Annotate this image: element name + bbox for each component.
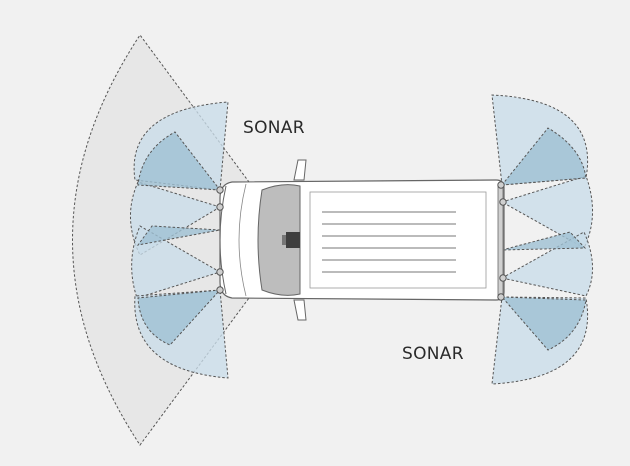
sensor-dot-icon — [216, 268, 224, 276]
front-sonar-core-3 — [137, 289, 222, 346]
front-camera-field — [72, 34, 293, 446]
roof-ribs — [322, 211, 456, 273]
front-sonar-core-2 — [136, 225, 221, 246]
rear-sonar-core-2 — [501, 231, 587, 251]
vehicle — [219, 159, 505, 321]
sensor-dot-icon — [497, 293, 505, 301]
sensor-dot-icon — [499, 274, 507, 282]
sensor-dot-icon — [216, 203, 224, 211]
front-sonar-core-1 — [137, 131, 222, 191]
rear-sonar-label: SONAR — [402, 344, 464, 364]
rear-sonar-lobe-2 — [500, 175, 594, 249]
sonar-sensors — [216, 181, 507, 301]
sensor-dot-icon — [216, 286, 224, 294]
front-sonar-zones — [129, 101, 229, 379]
front-bumper — [219, 185, 227, 295]
hood-outline — [238, 183, 247, 297]
sensor-dot-icon — [497, 181, 505, 189]
rear-sonar-zones — [491, 94, 594, 385]
camera-icon — [282, 232, 300, 248]
sensor-dot-icon — [499, 198, 507, 206]
right-mirror — [293, 299, 307, 321]
cargo-panel — [309, 191, 487, 289]
front-sonar-label: SONAR — [243, 118, 305, 138]
left-mirror — [293, 159, 307, 181]
rear-sonar-core-1 — [500, 127, 587, 186]
windshield — [257, 184, 301, 296]
sensor-dot-icon — [216, 186, 224, 194]
rear-sonar-core-3 — [500, 296, 587, 351]
